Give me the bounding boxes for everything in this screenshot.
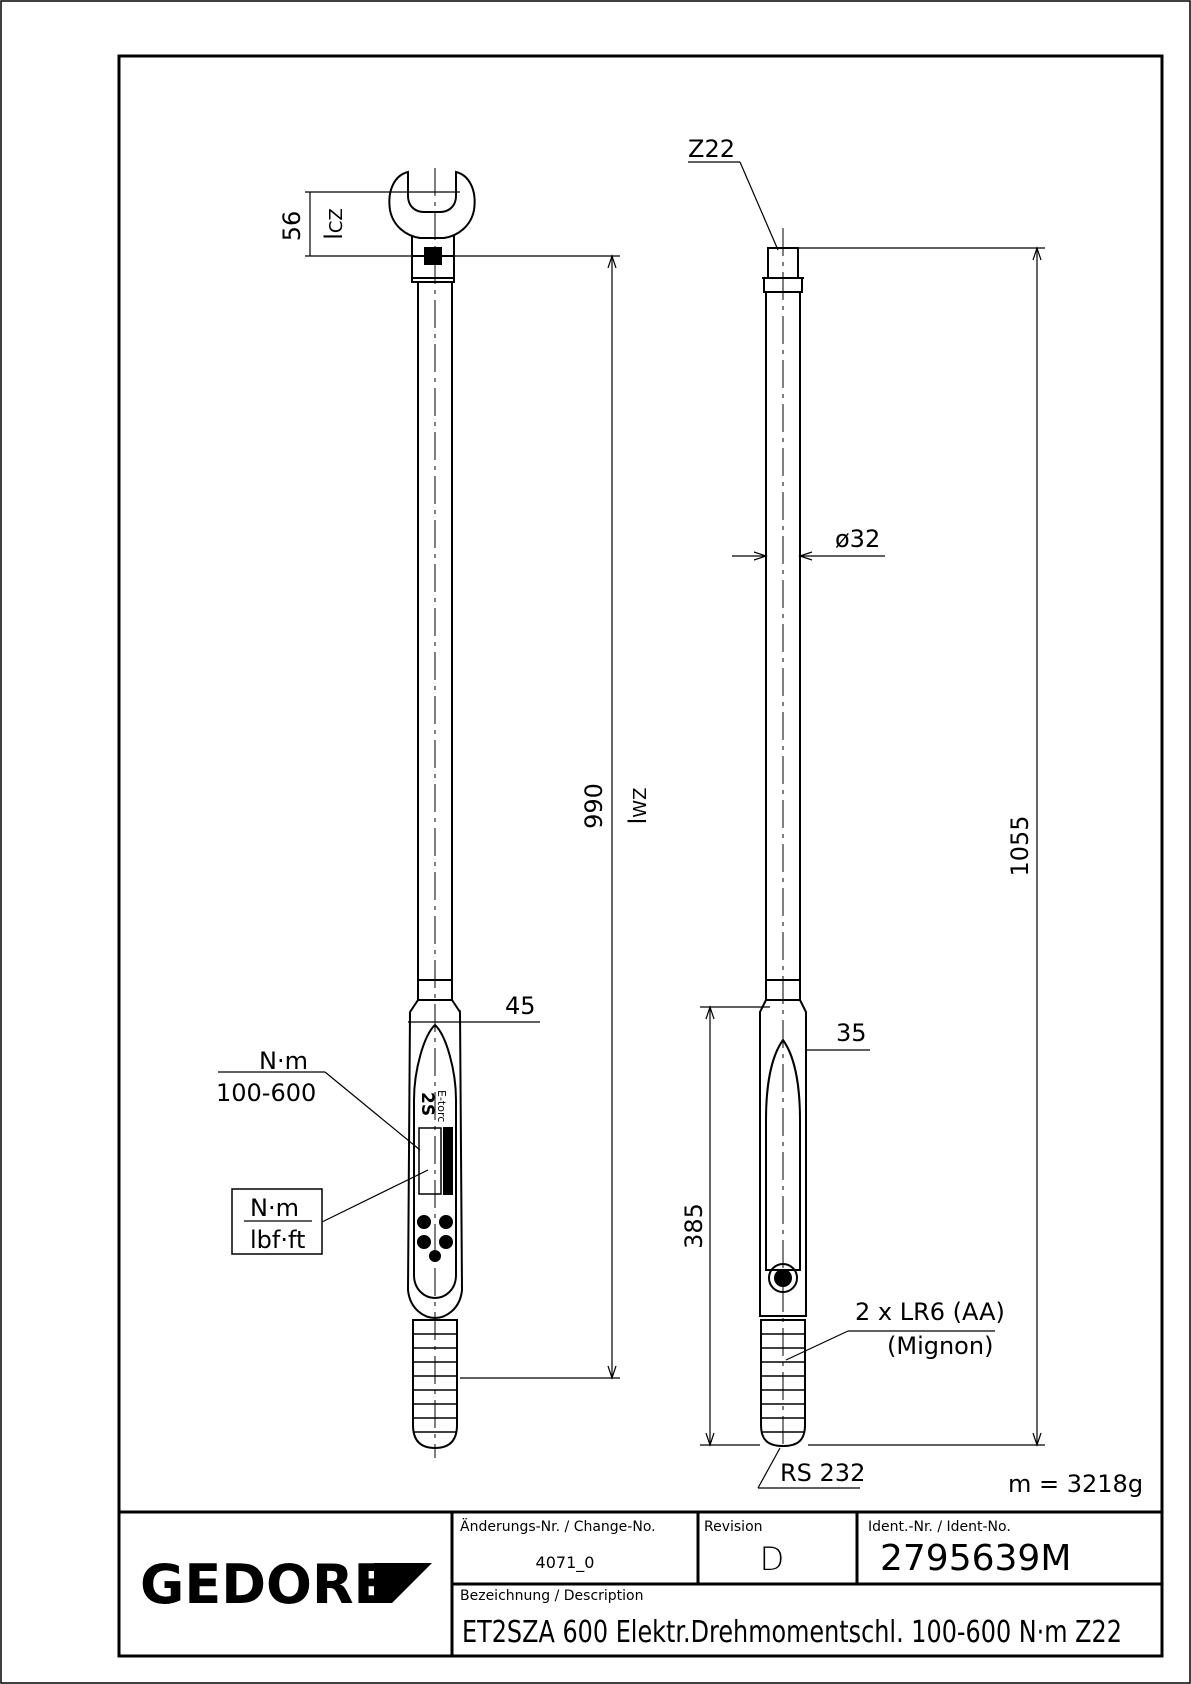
tube-taper <box>417 972 453 1001</box>
unit-box-top: N·m <box>250 1194 299 1222</box>
dim-working-length: 990 <box>580 783 608 829</box>
mass-note: m = 3218g <box>1008 1470 1143 1498</box>
dim-battery-offset: 385 <box>680 1203 708 1249</box>
side-taper <box>759 972 807 1317</box>
callout-interface: RS 232 <box>780 1459 865 1487</box>
front-dimensions <box>218 191 620 1380</box>
svg-text:GEDORE: GEDORE <box>140 1553 390 1616</box>
title-block <box>119 1510 1162 1656</box>
ident-label: Ident.-Nr. / Ident-No. <box>868 1519 1011 1535</box>
handle-window <box>413 1023 457 1300</box>
revision-label: Revision <box>704 1519 763 1535</box>
description-label: Bezeichnung / Description <box>460 1588 644 1604</box>
display-strip <box>443 1127 453 1195</box>
dim-open-end-symbol: lCZ <box>320 208 348 240</box>
dim-handle-width-side: 35 <box>836 1019 867 1047</box>
callout-battery-line1: 2 x LR6 (AA) <box>855 1298 1005 1326</box>
callout-battery-line2: (Mignon) <box>887 1332 993 1360</box>
callout-range: 100-600 <box>216 1079 316 1107</box>
handle-button-4 <box>439 1235 453 1249</box>
change-value: 4071_0 <box>536 1553 595 1573</box>
logo-wedge-icon <box>374 1563 432 1603</box>
dim-open-end-width: 56 <box>278 211 306 242</box>
handle-model: 2S <box>417 1092 437 1116</box>
unit-box-bottom: lbf·ft <box>250 1226 305 1254</box>
dim-working-length-symbol: lWZ <box>624 788 652 825</box>
description-value: ET2SZA 600 Elektr.Drehmomentschl. 100-60… <box>462 1615 1122 1650</box>
side-dimensions <box>688 161 1045 1489</box>
change-label: Änderungs-Nr. / Change-No. <box>460 1517 656 1535</box>
display-screen <box>418 1127 442 1195</box>
dim-total-length: 1055 <box>1006 815 1034 876</box>
ident-value: 2795639M <box>880 1538 1071 1579</box>
unit-box <box>231 1188 323 1255</box>
dim-handle-width: 45 <box>505 992 536 1020</box>
side-view <box>759 228 807 1450</box>
head-neck <box>411 236 455 283</box>
drawing-border <box>117 54 1164 1658</box>
gedore-logo: GEDORE <box>140 1553 432 1616</box>
handle-button-1 <box>417 1215 431 1229</box>
handle-button-3 <box>417 1235 431 1249</box>
handle-button-2 <box>439 1215 453 1229</box>
dim-tube-diameter: ø32 <box>835 525 880 553</box>
callout-insert-size: Z22 <box>688 135 735 163</box>
side-grip <box>760 1319 806 1448</box>
callout-unit: N·m <box>259 1047 308 1075</box>
handle-brand: E-torc <box>435 1090 448 1122</box>
front-view <box>388 168 476 1458</box>
open-end-head <box>388 170 476 239</box>
revision-value: D <box>760 1540 785 1578</box>
